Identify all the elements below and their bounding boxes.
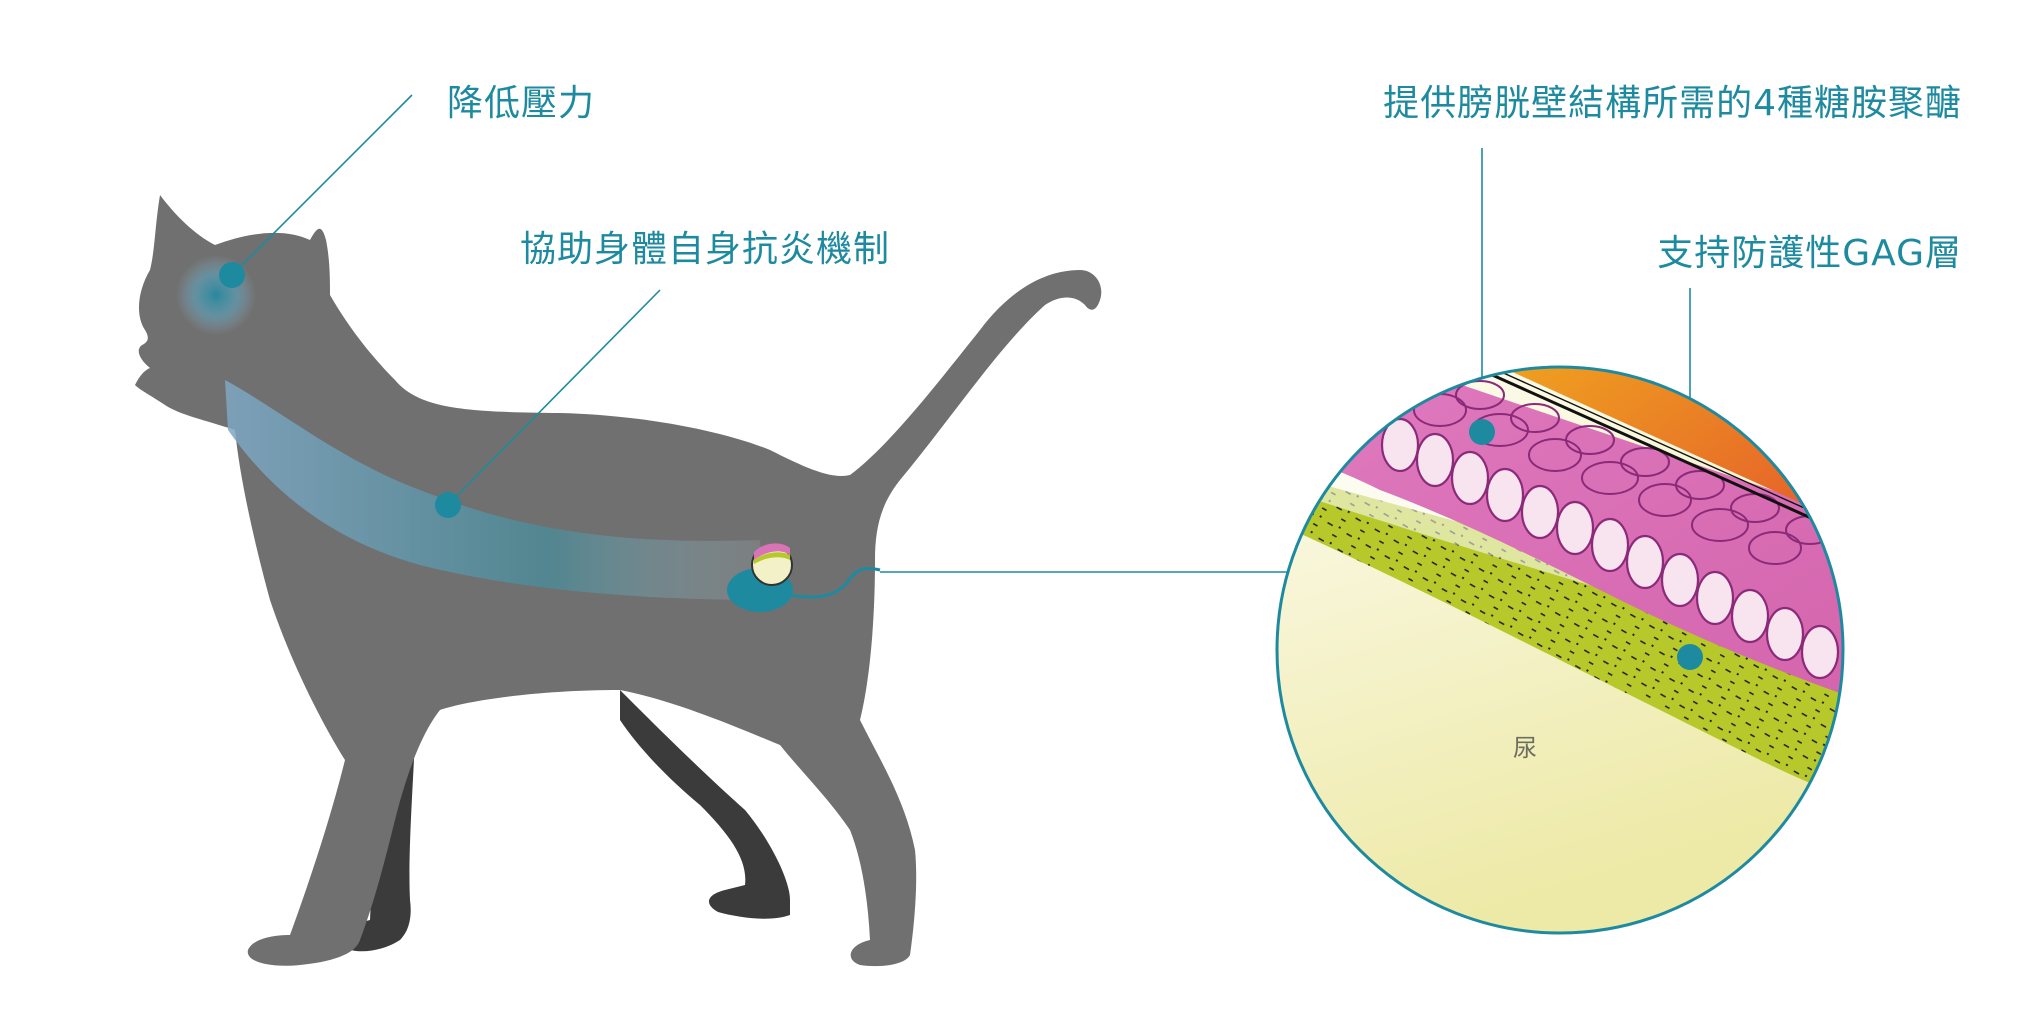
urine-label: 尿 <box>1513 734 1537 762</box>
body-glow-band <box>225 380 765 600</box>
gag-layer-dot <box>1677 644 1703 670</box>
gag-supply-label: 提供膀胱壁結構所需的4種糖胺聚醣 <box>1383 83 1962 124</box>
stress-label: 降低壓力 <box>447 83 596 124</box>
anti-inflammatory-label: 協助身體自身抗炎機制 <box>520 229 891 270</box>
stress-leader <box>231 94 413 276</box>
bladder-wall-magnifier <box>1275 365 1845 935</box>
gag-supply-dot <box>1469 419 1495 445</box>
cat-far-hind-leg <box>620 690 790 919</box>
muscle-layer <box>1475 367 1843 530</box>
urethra-line <box>789 566 881 599</box>
anti-inflammatory-leader <box>447 289 661 506</box>
bladder-mini-lens <box>751 543 793 586</box>
head-glow <box>176 255 256 335</box>
gag-layer-label: 支持防護性GAG層 <box>1657 233 1962 274</box>
cat-illustration <box>135 195 1102 967</box>
umbrella-cells <box>1380 417 1840 680</box>
